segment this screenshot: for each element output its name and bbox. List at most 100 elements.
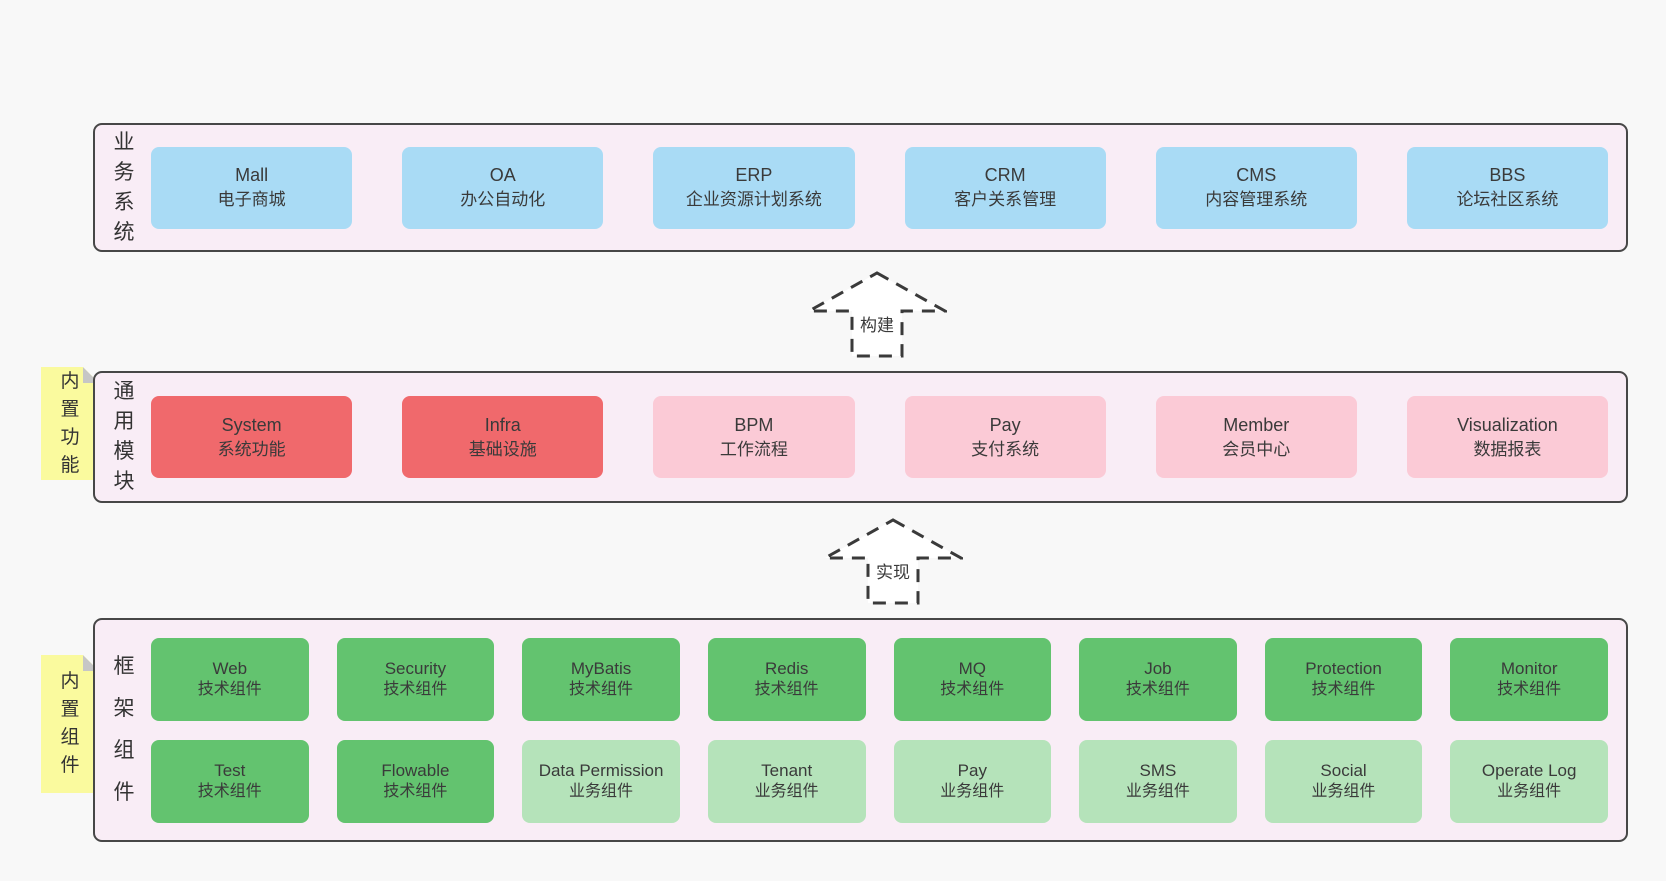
box-subtitle: 技术组件 — [1125, 680, 1190, 698]
box-title: Operate Log — [1481, 760, 1577, 780]
up-arrow-icon — [823, 518, 963, 605]
box-title: Redis — [764, 658, 809, 678]
box-subtitle: 工作流程 — [719, 439, 788, 459]
arrow-label: 实现 — [876, 563, 910, 582]
band-label: 业务系统 — [113, 130, 135, 244]
box-social-component: Social 业务组件 — [1264, 739, 1423, 823]
box-subtitle: 会员中心 — [1222, 439, 1291, 459]
box-title: Pay — [989, 414, 1021, 435]
box-subtitle: 技术组件 — [1311, 680, 1376, 698]
box-title: Job — [1144, 658, 1172, 678]
band-label: 通用模块 — [113, 380, 135, 493]
box-title: MQ — [958, 658, 986, 678]
box-subtitle: 电子商城 — [217, 190, 286, 210]
box-subtitle: 业务组件 — [940, 782, 1005, 800]
box-subtitle: 企业资源计划系统 — [685, 190, 822, 210]
box-flowable-component: Flowable 技术组件 — [336, 739, 495, 823]
box-subtitle: 技术组件 — [383, 680, 448, 698]
box-tenant-component: Tenant 业务组件 — [707, 739, 866, 823]
sticky-note-label: 内置组件 — [60, 671, 80, 776]
box-web-component: Web 技术组件 — [151, 637, 309, 721]
box-subtitle: 办公自动化 — [460, 190, 546, 210]
box-subtitle: 支付系统 — [971, 439, 1040, 459]
box-subtitle: 技术组件 — [383, 782, 448, 800]
band-business-systems: 业务系统 Mall 电子商城 OA 办公自动化 ERP 企业资源计划系统 CRM… — [93, 123, 1628, 252]
box-protection-component: Protection 技术组件 — [1264, 637, 1423, 721]
box-title: SMS — [1139, 760, 1177, 780]
arrow-implement: 实现 — [823, 518, 963, 605]
box-subtitle: 业务组件 — [1311, 782, 1376, 800]
box-mq-component: MQ 技术组件 — [893, 637, 1052, 721]
box-visualization: Visualization 数据报表 — [1406, 396, 1609, 478]
framework-components-boxes: Web 技术组件 Security 技术组件 MyBatis 技术组件 Redi… — [151, 637, 1608, 823]
band-framework-components: 框架组件 Web 技术组件 Security 技术组件 MyBatis 技术组件… — [93, 618, 1628, 842]
box-subtitle: 技术组件 — [197, 680, 262, 698]
band-common-modules: 通用模块 System 系统功能 Infra 基础设施 BPM 工作流程 Pay… — [93, 371, 1628, 503]
box-title: Pay — [957, 760, 987, 780]
box-monitor-component: Monitor 技术组件 — [1450, 637, 1608, 721]
box-subtitle: 技术组件 — [754, 680, 819, 698]
box-system: System 系统功能 — [151, 396, 353, 478]
box-subtitle: 技术组件 — [569, 680, 634, 698]
box-crm: CRM 客户关系管理 — [904, 146, 1106, 229]
box-title: MyBatis — [570, 658, 632, 678]
box-subtitle: 内容管理系统 — [1205, 190, 1308, 210]
box-oa: OA 办公自动化 — [402, 146, 604, 229]
box-title: CRM — [984, 165, 1026, 185]
box-title: Mall — [235, 165, 269, 185]
box-mall: Mall 电子商城 — [151, 146, 353, 229]
box-title: Monitor — [1500, 658, 1558, 678]
box-subtitle: 基础设施 — [468, 439, 537, 459]
box-pay-module: Pay 支付系统 — [904, 396, 1106, 478]
box-title: OA — [489, 165, 516, 185]
box-subtitle: 技术组件 — [940, 680, 1005, 698]
up-arrow-icon — [807, 271, 947, 358]
box-operate-log-component: Operate Log 业务组件 — [1450, 739, 1608, 823]
box-subtitle: 业务组件 — [1497, 782, 1562, 800]
box-erp: ERP 企业资源计划系统 — [653, 146, 855, 229]
box-job-component: Job 技术组件 — [1079, 637, 1237, 721]
box-subtitle: 业务组件 — [754, 782, 819, 800]
sticky-note-builtin-components: 内置组件 — [41, 655, 99, 793]
box-title: Tenant — [761, 760, 813, 780]
box-title: System — [221, 414, 282, 435]
box-subtitle: 客户关系管理 — [954, 190, 1057, 210]
box-data-permission-component: Data Permission 业务组件 — [522, 739, 680, 823]
box-bpm: BPM 工作流程 — [653, 396, 855, 478]
box-title: ERP — [735, 165, 773, 185]
box-title: Visualization — [1457, 414, 1558, 435]
box-subtitle: 技术组件 — [1497, 680, 1562, 698]
box-redis-component: Redis 技术组件 — [707, 637, 866, 721]
business-systems-boxes: Mall 电子商城 OA 办公自动化 ERP 企业资源计划系统 CRM 客户关系… — [151, 146, 1609, 229]
box-mybatis-component: MyBatis 技术组件 — [522, 637, 680, 721]
box-test-component: Test 技术组件 — [151, 739, 309, 823]
box-title: Social — [1320, 760, 1367, 780]
box-title: Test — [214, 760, 246, 780]
box-subtitle: 业务组件 — [1125, 782, 1190, 800]
box-title: Flowable — [381, 760, 450, 780]
sticky-note-label: 内置功能 — [60, 370, 80, 476]
box-pay-component: Pay 业务组件 — [893, 739, 1052, 823]
box-subtitle: 数据报表 — [1473, 439, 1542, 459]
box-title: BPM — [734, 414, 774, 435]
box-bbs: BBS 论坛社区系统 — [1406, 146, 1609, 229]
box-title: Security — [384, 658, 447, 678]
box-title: BBS — [1489, 165, 1526, 185]
box-title: Protection — [1305, 658, 1382, 678]
sticky-note-builtin-features: 内置功能 — [41, 367, 99, 480]
box-member: Member 会员中心 — [1155, 396, 1357, 478]
box-subtitle: 论坛社区系统 — [1456, 190, 1559, 210]
box-cms: CMS 内容管理系统 — [1155, 146, 1357, 229]
arrow-label: 构建 — [860, 316, 894, 335]
common-modules-boxes: System 系统功能 Infra 基础设施 BPM 工作流程 Pay 支付系统… — [151, 396, 1609, 478]
box-title: CMS — [1236, 165, 1277, 185]
box-title: Member — [1223, 414, 1290, 435]
band-label: 框架组件 — [113, 655, 135, 804]
box-security-component: Security 技术组件 — [336, 637, 495, 721]
box-title: Infra — [484, 414, 521, 435]
arrow-build: 构建 — [807, 271, 947, 358]
box-title: Web — [212, 658, 248, 678]
box-subtitle: 系统功能 — [217, 439, 286, 459]
box-subtitle: 业务组件 — [569, 782, 634, 800]
